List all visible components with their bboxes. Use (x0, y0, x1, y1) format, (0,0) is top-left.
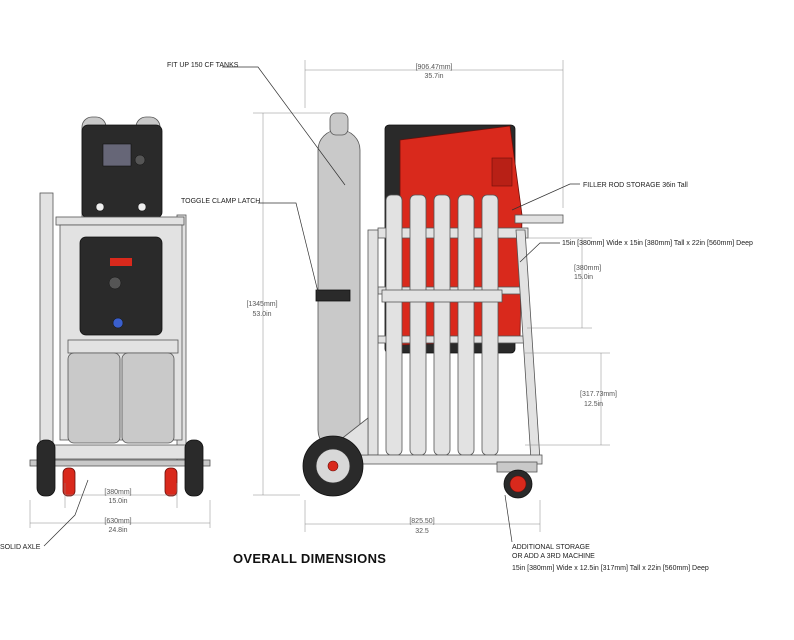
front-wheel-left (36, 439, 56, 497)
side-gas-cylinder-valve (329, 112, 349, 136)
height-mm: [1345mm] (246, 301, 277, 308)
front-mid-welder-display (110, 258, 132, 266)
filler-rod-tubes (381, 194, 503, 456)
front-wheel-right (184, 439, 204, 497)
depth-mm: [825.50] (409, 518, 434, 525)
front-top-shelf (55, 216, 185, 226)
front-handle-rail-left (39, 192, 54, 466)
fit-up-label: FIT UP 150 CF TANKS (167, 62, 239, 69)
front-inner-width-mm: [380mm] (104, 489, 131, 496)
shelf-height-in: 15.0in (574, 274, 593, 281)
front-mid-welder (79, 236, 163, 336)
front-mid-welder-port (112, 317, 124, 329)
front-tank-left-bottom (67, 352, 121, 444)
lower-shelf-mm: [317.73mm] (580, 391, 617, 398)
shelf-height-mm: [380mm] (574, 265, 601, 272)
side-welder-vent (491, 157, 513, 187)
front-base (37, 444, 189, 460)
side-main-wheel-cap (327, 460, 339, 472)
front-inner-width-in: 15.0in (108, 498, 127, 505)
side-frame-post (367, 229, 379, 456)
side-toggle-clamp (315, 289, 351, 302)
lower-shelf-dimension (525, 352, 610, 446)
front-top-welder-knob (134, 154, 146, 166)
front-dimensions (29, 483, 211, 528)
additional-storage-line-2: OR ADD A 3RD MACHINE (512, 553, 595, 560)
side-frame-slant (515, 229, 541, 461)
depth-in: 32.5 (415, 528, 429, 535)
diagram-title: OVERALL DIMENSIONS (233, 551, 386, 566)
additional-storage-line-1: ADDITIONAL STORAGE (512, 544, 590, 551)
front-caster-left (62, 467, 76, 497)
toggle-clamp-leader (258, 202, 319, 293)
lower-shelf-in: 12.5in (584, 401, 603, 408)
solid-axle-leader (43, 479, 89, 547)
front-top-welder-port-1 (95, 202, 105, 212)
depth-dimension (304, 500, 541, 532)
front-mid-welder-knob (108, 276, 122, 290)
front-top-welder-port-2 (137, 202, 147, 212)
filler-rod-tube-1 (385, 194, 403, 456)
filler-rod-tube-3 (433, 194, 451, 456)
overall-width-mm: [906.47mm] (416, 64, 453, 71)
filler-rod-tube-4 (457, 194, 475, 456)
height-in: 53.0in (252, 311, 271, 318)
top-width-dimension (304, 60, 564, 208)
front-view-cart (29, 116, 211, 497)
solid-axle-label: SOLID AXLE (0, 544, 41, 551)
side-view-cart (302, 112, 564, 499)
additional-storage-leader (504, 494, 513, 543)
front-overall-width-mm: [630mm] (104, 518, 131, 525)
top-shelf-label: 15in [380mm] Wide x 15in [380mm] Tall x … (562, 240, 753, 247)
top-shelf-leader (519, 242, 560, 263)
front-top-welder (81, 124, 163, 219)
toggle-clamp-text: TOGGLE CLAMP LATCH (181, 198, 260, 205)
shelf-height-dimension (527, 237, 592, 329)
filler-rod-label: FILLER ROD STORAGE 36in Tall (583, 182, 688, 189)
filler-rod-leader (511, 183, 580, 211)
front-solid-axle (29, 459, 211, 467)
overall-width-in: 35.7in (424, 73, 443, 80)
additional-storage-line-3: 15in [380mm] Wide x 12.5in [317mm] Tall … (512, 565, 709, 572)
front-overall-width-in: 24.8in (108, 527, 127, 534)
side-front-tray (514, 214, 564, 224)
front-tank-right-bottom (121, 352, 175, 444)
filler-rod-tube-2 (409, 194, 427, 456)
front-caster-right (164, 467, 178, 497)
filler-rod-tube-5 (481, 194, 499, 456)
front-mid-shelf (67, 339, 179, 354)
side-caster-hub (509, 475, 527, 493)
fit-up-leader (222, 66, 346, 186)
front-top-welder-screen (102, 143, 132, 167)
filler-rod-strap (381, 289, 503, 303)
